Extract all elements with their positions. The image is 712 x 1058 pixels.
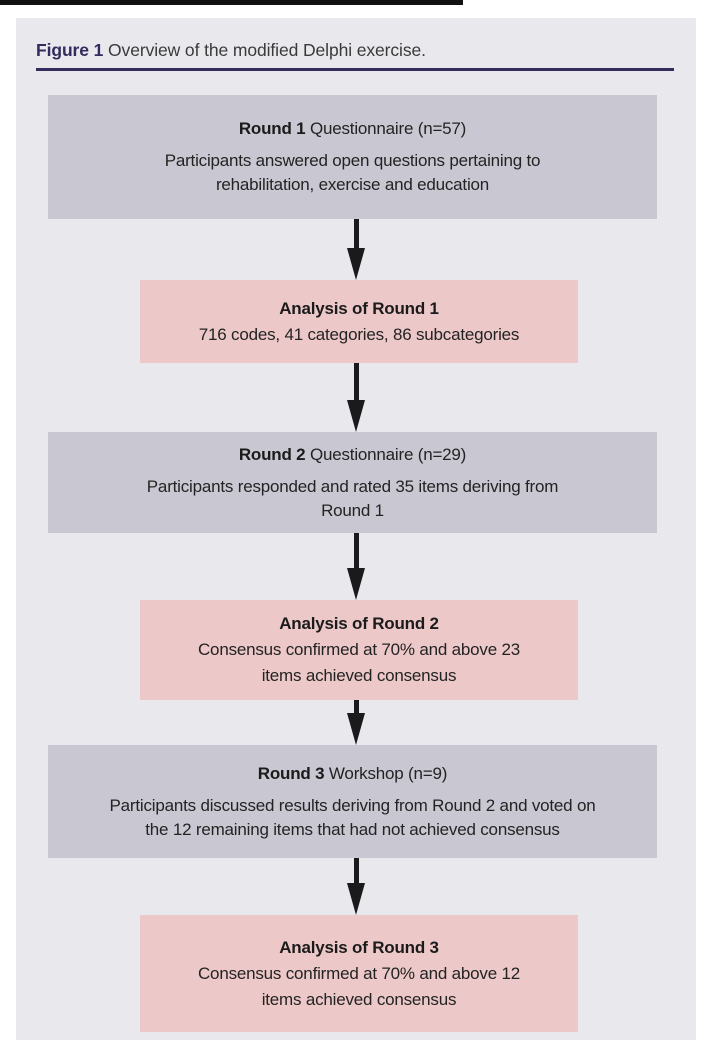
box-heading: Analysis of Round 3 bbox=[140, 935, 578, 961]
figure-label: Figure 1 bbox=[36, 40, 104, 60]
flow-box-round-1: Round 1 Questionnaire (n=57) Participant… bbox=[48, 95, 657, 219]
down-arrow-stem bbox=[353, 858, 359, 883]
box-heading-rest: Questionnaire (n=57) bbox=[305, 119, 467, 138]
down-arrow-stem bbox=[353, 533, 359, 568]
box-heading-bold: Round 2 bbox=[238, 444, 306, 464]
box-body-line: Participants discussed results deriving … bbox=[109, 795, 596, 815]
box-heading: Round 2 Questionnaire (n=29) bbox=[48, 443, 657, 467]
down-arrow-stem bbox=[353, 363, 359, 400]
flow-box-round-3: Round 3 Workshop (n=9) Participants disc… bbox=[48, 745, 657, 858]
box-heading-rest: Questionnaire (n=29) bbox=[305, 444, 467, 464]
box-body-line: Participants answered open questions per… bbox=[164, 151, 541, 170]
flow-box-round-2: Round 2 Questionnaire (n=29) Participant… bbox=[48, 432, 657, 533]
box-heading: Round 3 Workshop (n=9) bbox=[48, 762, 657, 786]
flow-box-analysis-3: Analysis of Round 3 Consensus confirmed … bbox=[140, 915, 578, 1032]
box-heading-bold: Round 1 bbox=[238, 119, 306, 138]
box-body-line: rehabilitation, exercise and education bbox=[215, 175, 490, 194]
down-arrow bbox=[347, 533, 365, 600]
box-body-line: the 12 remaining items that had not achi… bbox=[145, 819, 560, 839]
down-arrow-head bbox=[347, 568, 365, 600]
figure-panel: Figure 1 Overview of the modified Delphi… bbox=[16, 18, 696, 1040]
box-heading: Round 1 Questionnaire (n=57) bbox=[48, 117, 657, 141]
caption-underline bbox=[36, 68, 674, 71]
down-arrow-head bbox=[347, 400, 365, 432]
box-body-line: items achieved consensus bbox=[261, 666, 457, 685]
figure-caption-text: Overview of the modified Delphi exercise… bbox=[103, 40, 426, 60]
down-arrow-head bbox=[347, 883, 365, 915]
down-arrow bbox=[347, 700, 365, 745]
down-arrow-stem bbox=[353, 219, 359, 248]
box-heading-bold: Analysis of Round 2 bbox=[279, 614, 439, 633]
down-arrow-head bbox=[347, 713, 365, 745]
box-heading-bold: Analysis of Round 3 bbox=[279, 937, 439, 957]
top-edge-bar bbox=[0, 0, 463, 5]
box-heading-rest: Workshop (n=9) bbox=[324, 763, 448, 783]
down-arrow-stem bbox=[353, 700, 359, 713]
box-body-line: items achieved consensus bbox=[261, 989, 457, 1009]
box-body-line: Participants responded and rated 35 item… bbox=[146, 476, 559, 496]
flow-box-analysis-1: Analysis of Round 1 716 codes, 41 catego… bbox=[140, 280, 578, 363]
box-heading-bold: Round 3 bbox=[257, 763, 325, 783]
box-heading: Analysis of Round 2 bbox=[140, 611, 578, 637]
box-body-line: Round 1 bbox=[321, 500, 384, 520]
box-heading: Analysis of Round 1 bbox=[140, 296, 578, 322]
flow-box-analysis-2: Analysis of Round 2 Consensus confirmed … bbox=[140, 600, 578, 700]
down-arrow-head bbox=[347, 248, 365, 280]
figure-caption: Figure 1 Overview of the modified Delphi… bbox=[36, 40, 676, 61]
down-arrow bbox=[347, 858, 365, 915]
box-body-line: Consensus confirmed at 70% and above 12 bbox=[197, 963, 521, 983]
box-body-line: 716 codes, 41 categories, 86 subcategori… bbox=[198, 324, 520, 344]
down-arrow bbox=[347, 363, 365, 432]
down-arrow bbox=[347, 219, 365, 280]
box-heading-bold: Analysis of Round 1 bbox=[279, 298, 439, 318]
box-body-line: Consensus confirmed at 70% and above 23 bbox=[197, 640, 521, 659]
